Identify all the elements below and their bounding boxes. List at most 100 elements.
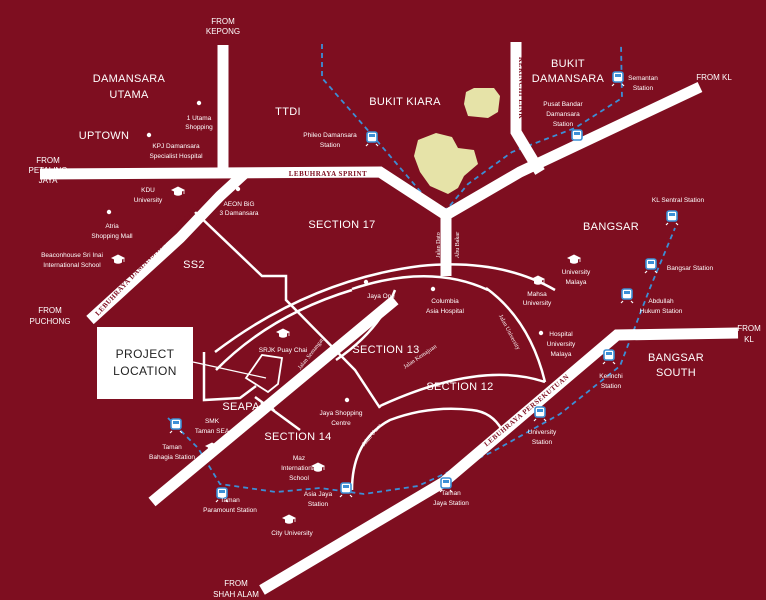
label-ldp: LEBUHRAYA DAMANSARA - PUCHONG (LDP) xyxy=(94,188,216,318)
svg-text:Taman: Taman xyxy=(162,444,182,451)
train-icon xyxy=(339,482,353,498)
landmark-um-hospital: Hospital University Malaya xyxy=(538,330,576,358)
landmark-beaconhouse: Beaconhouse Sri Inai International Schoo… xyxy=(41,252,126,269)
graduation-cap-icon xyxy=(170,186,186,197)
landmark-aeon: AEON BiG 3 Damansara xyxy=(219,186,259,217)
area-ss2: SS2 xyxy=(183,259,205,271)
location-dot-icon xyxy=(363,279,369,285)
location-dot-icon xyxy=(106,209,112,215)
area-damansara-utama: DAMANSARA xyxy=(93,73,166,85)
road-jalan-kemajuan xyxy=(351,275,489,292)
svg-text:Bangsar Station: Bangsar Station xyxy=(667,265,714,272)
area-bukit-damansara: BUKIT xyxy=(551,58,585,70)
svg-text:Station: Station xyxy=(633,85,654,92)
dir-puchong-2: PUCHONG xyxy=(30,317,71,326)
svg-text:Paramount Station: Paramount Station xyxy=(203,507,257,514)
station-taman-bahagia: Taman Bahagia Station xyxy=(149,418,195,461)
project-title-line-2: LOCATION xyxy=(113,364,177,378)
svg-text:International School: International School xyxy=(43,262,101,269)
area-bukit-damansara-2: DAMANSARA xyxy=(532,73,605,85)
landmark-smk-taman-sea: SMK Taman SEA xyxy=(195,418,230,453)
svg-text:Hospital: Hospital xyxy=(549,331,573,338)
graduation-cap-icon xyxy=(110,254,126,265)
svg-text:Shopping: Shopping xyxy=(185,124,213,131)
svg-text:Semantan: Semantan xyxy=(628,75,658,82)
road-ss2-boundary xyxy=(194,211,382,409)
svg-text:Jaya Shopping: Jaya Shopping xyxy=(319,410,362,417)
park-bukit-kiara xyxy=(464,88,500,118)
project-location-plot xyxy=(244,354,284,394)
train-icon xyxy=(533,406,547,422)
dir-pj: FROM xyxy=(36,156,60,165)
svg-text:Station: Station xyxy=(553,121,574,128)
svg-text:Pusat Bandar: Pusat Bandar xyxy=(543,101,583,108)
svg-text:Mahsa: Mahsa xyxy=(527,291,547,298)
svg-text:School: School xyxy=(289,475,309,482)
graduation-cap-icon xyxy=(281,514,297,525)
label-dato-1: Jalan Dato xyxy=(436,232,442,258)
dir-kepong: FROM xyxy=(211,17,235,26)
road-kerinchi-link xyxy=(510,42,545,175)
dir-kl-right-2: KL xyxy=(744,335,754,344)
road-lebuhraya-persekutuan xyxy=(148,295,399,507)
area-damansara-utama-2: UTAMA xyxy=(109,89,149,101)
svg-text:Specialist Hospital: Specialist Hospital xyxy=(149,153,203,160)
location-dot-icon xyxy=(430,286,436,292)
station-bangsar: Bangsar Station xyxy=(644,258,714,274)
location-dot-icon xyxy=(146,132,152,138)
station-asia-jaya: Asia Jaya Station xyxy=(304,482,353,508)
road-ldp xyxy=(86,169,248,325)
label-utara: Jalan Utara xyxy=(361,423,383,448)
svg-text:Shopping Mall: Shopping Mall xyxy=(91,233,133,240)
landmark-columbia: Columbia Asia Hospital xyxy=(426,286,465,315)
dir-pj-3: JAYA xyxy=(39,176,58,185)
train-icon xyxy=(365,131,379,147)
label-kerinchi: KERINCHI LINK xyxy=(517,57,525,119)
svg-text:Asia Hospital: Asia Hospital xyxy=(426,308,464,315)
svg-text:Taman: Taman xyxy=(220,497,240,504)
svg-text:City University: City University xyxy=(271,530,313,537)
svg-text:Abdullah: Abdullah xyxy=(648,298,674,305)
svg-text:Taman: Taman xyxy=(441,490,461,497)
svg-text:SRJK Puay Chai: SRJK Puay Chai xyxy=(259,347,307,354)
svg-text:Kerinchi: Kerinchi xyxy=(599,373,622,380)
landmark-jaya-one: Jaya One xyxy=(363,279,395,300)
station-semantan: Semantan Station xyxy=(611,71,658,92)
landmark-kdu: KDU University xyxy=(134,186,186,204)
area-ttdi: TTDI xyxy=(275,106,301,118)
train-icon xyxy=(665,210,679,226)
svg-text:KL Sentral Station: KL Sentral Station xyxy=(652,197,705,204)
landmark-maz-school: Maz International School xyxy=(281,455,326,482)
dir-kl-top: FROM KL xyxy=(696,73,732,82)
train-icon xyxy=(611,71,625,87)
park-bukit-kiara-2 xyxy=(414,133,478,194)
landmark-university-malaya: University Malaya xyxy=(562,254,591,286)
road-section12-arc xyxy=(379,373,546,408)
svg-text:International: International xyxy=(281,465,317,472)
svg-text:University: University xyxy=(528,429,557,436)
dir-kl-right: FROM xyxy=(737,324,761,333)
area-section-17: SECTION 17 xyxy=(308,219,375,231)
svg-text:Damansara: Damansara xyxy=(546,111,580,118)
svg-text:Taman SEA: Taman SEA xyxy=(195,428,230,435)
svg-text:3 Damansara: 3 Damansara xyxy=(219,210,258,217)
svg-text:Asia Jaya: Asia Jaya xyxy=(304,491,333,498)
svg-text:KPJ Damansara: KPJ Damansara xyxy=(152,143,200,150)
station-kl-sentral: KL Sentral Station xyxy=(652,197,705,226)
road-seapark-loop xyxy=(202,352,257,402)
landmark-1-utama: 1 Utama Shopping xyxy=(185,100,213,131)
svg-text:Columbia: Columbia xyxy=(431,298,459,305)
road-jalan-utara xyxy=(350,407,504,491)
svg-text:Station: Station xyxy=(320,142,341,149)
svg-text:Malaya: Malaya xyxy=(566,279,587,286)
graduation-cap-icon xyxy=(566,254,582,265)
svg-text:Jaya One: Jaya One xyxy=(367,293,395,300)
svg-text:Phileo Damansara: Phileo Damansara xyxy=(303,132,357,139)
graduation-cap-icon xyxy=(275,328,291,339)
project-title-line-1: PROJECT xyxy=(115,347,175,361)
svg-text:Station: Station xyxy=(532,439,553,446)
area-bangsar-south-2: SOUTH xyxy=(656,367,696,379)
area-section-14: SECTION 14 xyxy=(264,431,331,443)
svg-text:Hukum Station: Hukum Station xyxy=(640,308,683,315)
